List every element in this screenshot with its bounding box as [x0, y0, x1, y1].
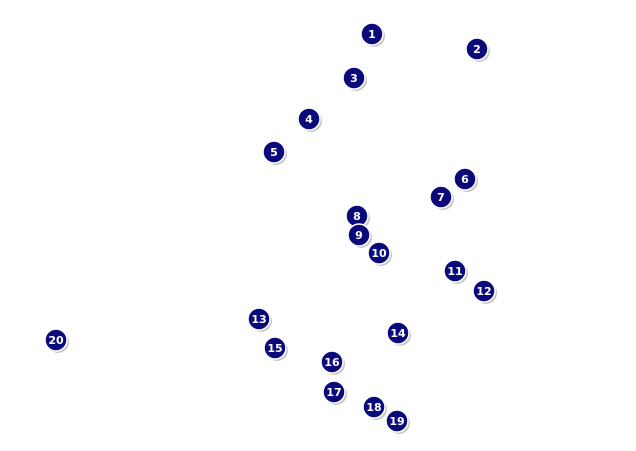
marker-11: 11 — [443, 259, 468, 284]
marker-1: 1 — [360, 22, 385, 47]
marker-circle — [247, 307, 271, 331]
marker-label: 13 — [251, 313, 266, 326]
marker-circle — [263, 336, 287, 360]
marker-16: 16 — [320, 350, 345, 375]
marker-label: 7 — [437, 191, 445, 204]
marker-10: 10 — [367, 241, 392, 266]
marker-circle — [360, 22, 384, 46]
marker-label: 2 — [473, 43, 481, 56]
marker-label: 16 — [324, 356, 340, 369]
marker-18: 18 — [362, 395, 387, 420]
marker-label: 12 — [476, 285, 491, 298]
marker-label: 9 — [355, 229, 363, 242]
marker-20: 20 — [44, 328, 69, 353]
marker-17: 17 — [322, 380, 347, 405]
marker-label: 8 — [353, 210, 361, 223]
marker-13: 13 — [247, 307, 272, 332]
marker-2: 2 — [465, 37, 490, 62]
marker-9: 9 — [347, 223, 372, 248]
marker-circle — [443, 259, 467, 283]
marker-12: 12 — [472, 279, 497, 304]
marker-circle — [320, 350, 344, 374]
marker-circle — [465, 37, 489, 61]
marker-label: 10 — [371, 247, 387, 260]
marker-label: 15 — [267, 342, 282, 355]
marker-14: 14 — [386, 321, 411, 346]
marker-circle — [347, 223, 371, 247]
marker-circle — [453, 167, 477, 191]
marker-label: 20 — [48, 334, 64, 347]
marker-circle — [367, 241, 391, 265]
marker-5: 5 — [262, 140, 287, 165]
marker-label: 14 — [390, 327, 406, 340]
marker-circle — [44, 328, 68, 352]
marker-3: 3 — [342, 66, 367, 91]
marker-19: 19 — [385, 409, 410, 434]
marker-label: 17 — [326, 386, 341, 399]
marker-label: 3 — [350, 72, 358, 85]
marker-15: 15 — [263, 336, 288, 361]
marker-label: 11 — [447, 265, 462, 278]
marker-circle — [342, 66, 366, 90]
marker-4: 4 — [297, 107, 322, 132]
marker-circle — [472, 279, 496, 303]
marker-label: 6 — [461, 173, 469, 186]
marker-circle — [429, 185, 453, 209]
marker-circle — [362, 395, 386, 419]
marker-label: 18 — [366, 401, 381, 414]
marker-circle — [262, 140, 286, 164]
marker-6: 6 — [453, 167, 478, 192]
marker-label: 5 — [270, 146, 278, 159]
marker-circle — [322, 380, 346, 404]
marker-label: 1 — [368, 28, 376, 41]
marker-8: 8 — [345, 204, 370, 229]
marker-circle — [297, 107, 321, 131]
marker-circle — [385, 409, 409, 433]
marker-circle — [386, 321, 410, 345]
marker-label: 4 — [305, 113, 313, 126]
marker-7: 7 — [429, 185, 454, 210]
marker-label: 19 — [389, 415, 404, 428]
